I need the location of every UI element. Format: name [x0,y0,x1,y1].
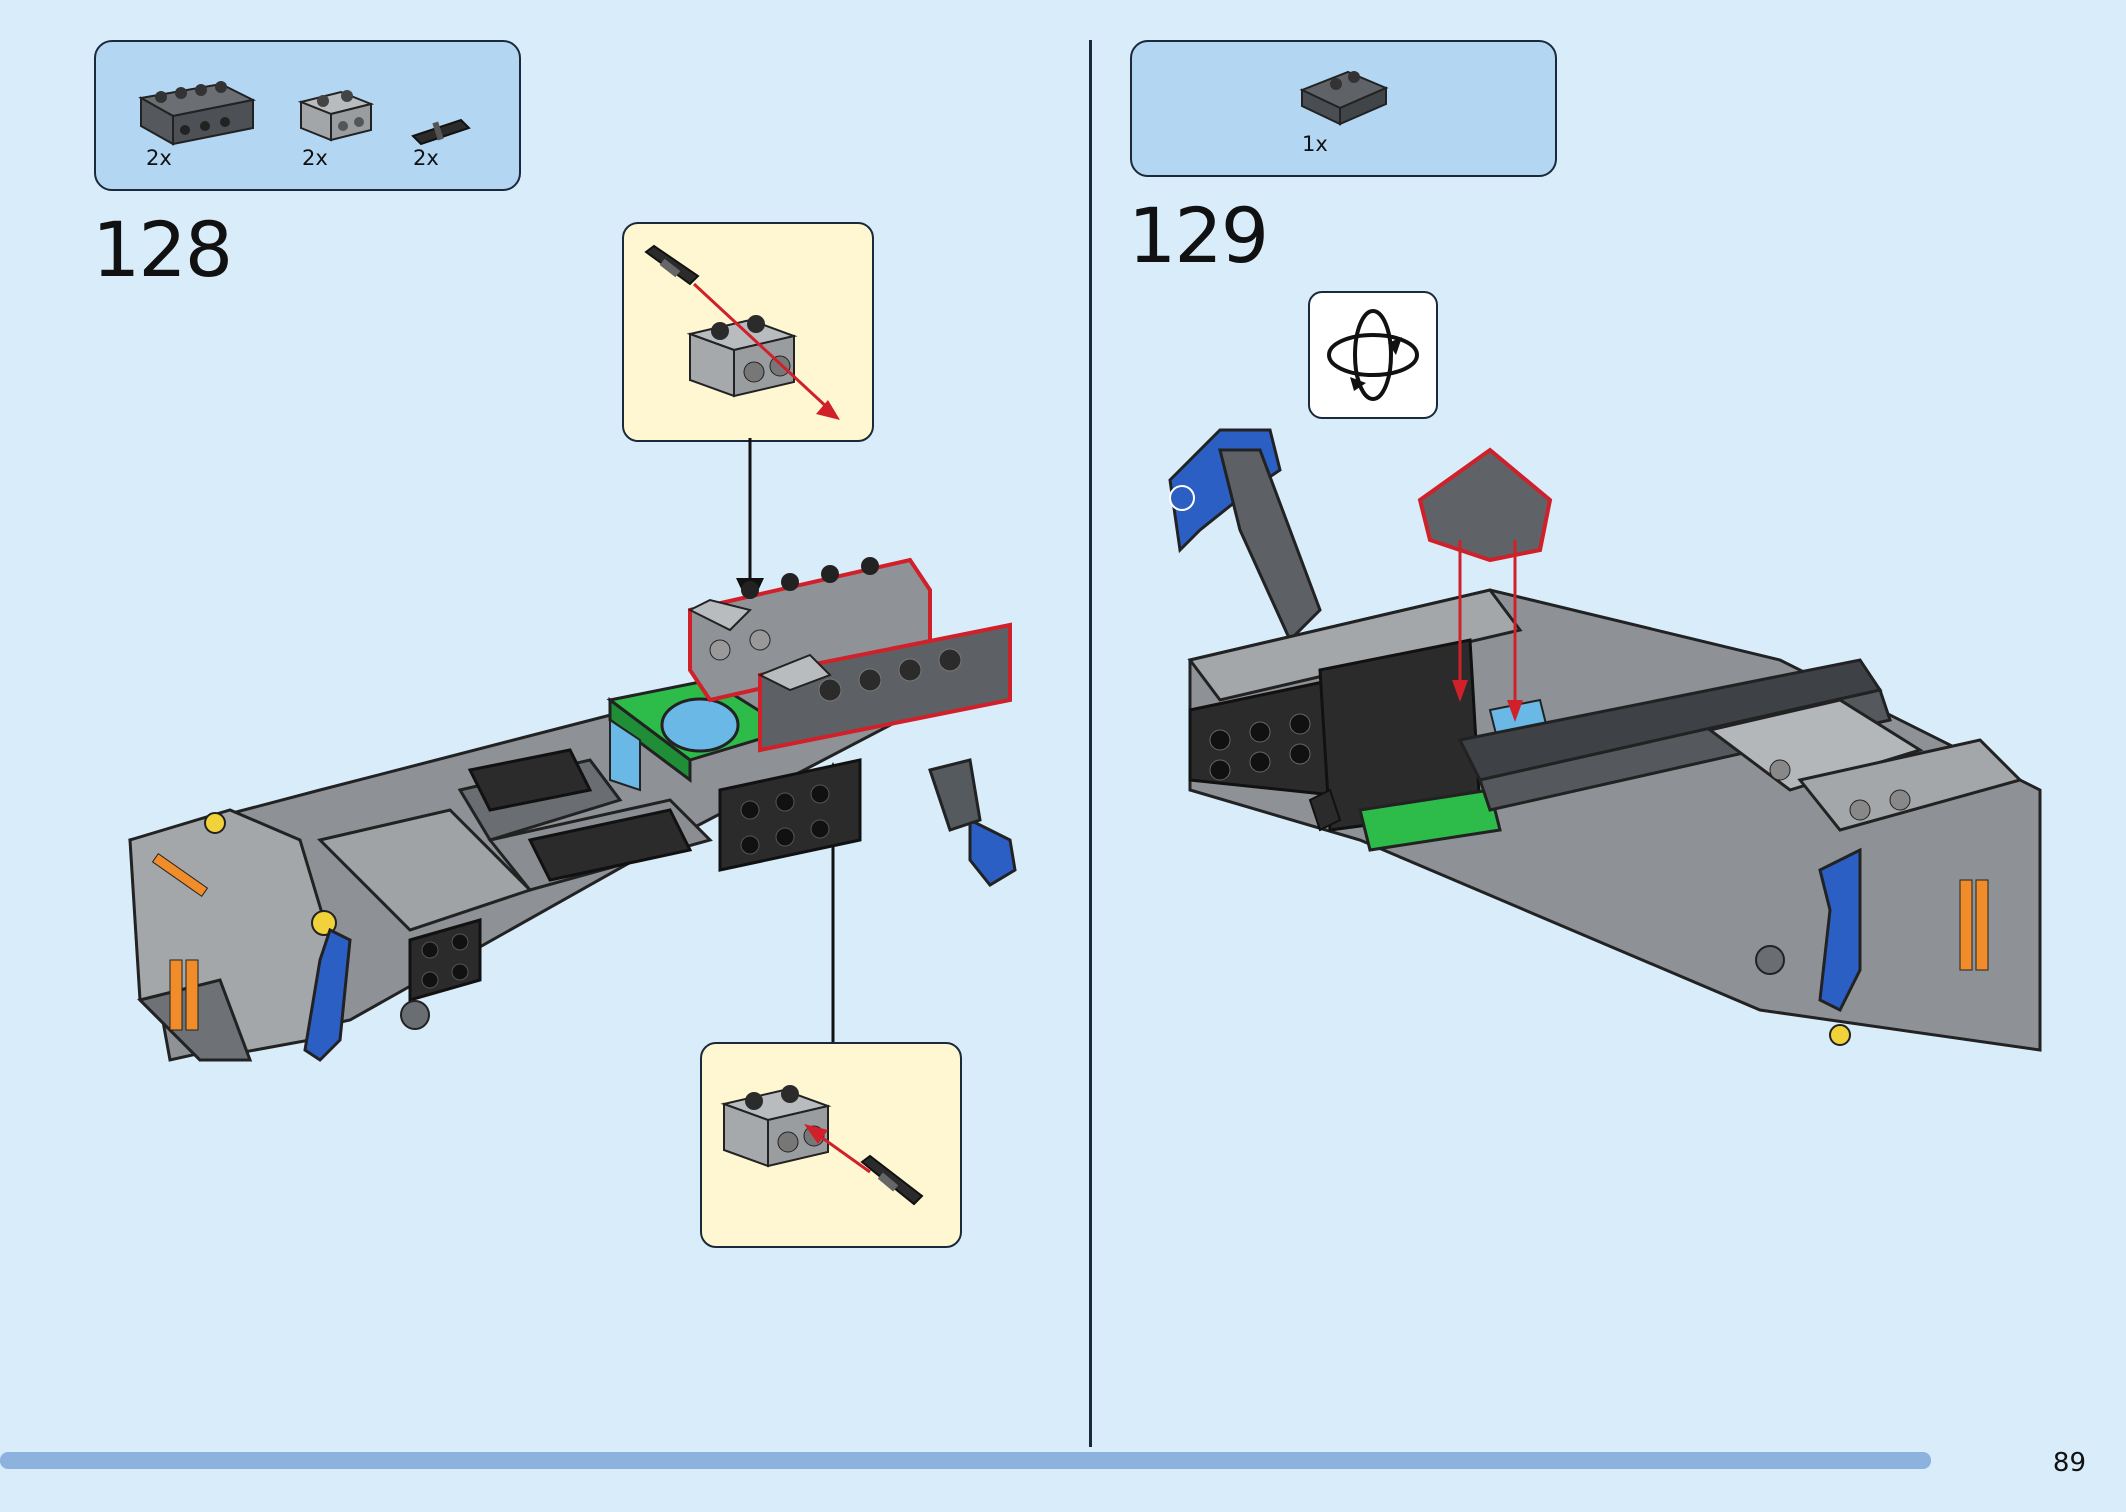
progress-bar [0,1452,2026,1469]
part-qty: 2x [413,146,439,170]
technic-pin-icon [644,244,700,286]
pin-into-brick-bottom-callout [700,1042,962,1248]
dark-gray-technic-brick-1x4-icon [138,81,257,146]
technic-brick-1x2-icon [686,315,798,398]
black-technic-pin-icon [411,118,471,146]
progress-bar-fill [0,1452,1931,1469]
insert-direction-arrow-icon [804,1124,871,1174]
rotate-model-icon [1327,309,1419,401]
technic-brick-1x2-icon [720,1085,832,1168]
part-qty: 2x [302,146,328,170]
dark-gray-curved-slope-2x2-icon [1299,70,1389,126]
part-qty: 1x [1302,132,1328,156]
model-assembly-step-129-illustration [1168,428,2042,1052]
page-number: 89 [2052,1448,2086,1478]
parts-list-step-129: 1x [1130,40,1557,177]
rotate-model-indicator [1308,291,1438,419]
insert-direction-arrow-icon [692,282,840,420]
pin-into-brick-top-callout [622,222,874,442]
step-number: 129 [1128,191,1269,280]
parts-list-step-128: 2x 2x 2x [94,40,521,191]
model-assembly-step-128-illustration [128,557,1017,1062]
technic-pin-icon [860,1154,924,1206]
step-number: 128 [92,205,233,294]
page-divider [1089,40,1092,1447]
light-gray-technic-brick-1x2-icon [297,90,375,142]
part-qty: 2x [146,146,172,170]
